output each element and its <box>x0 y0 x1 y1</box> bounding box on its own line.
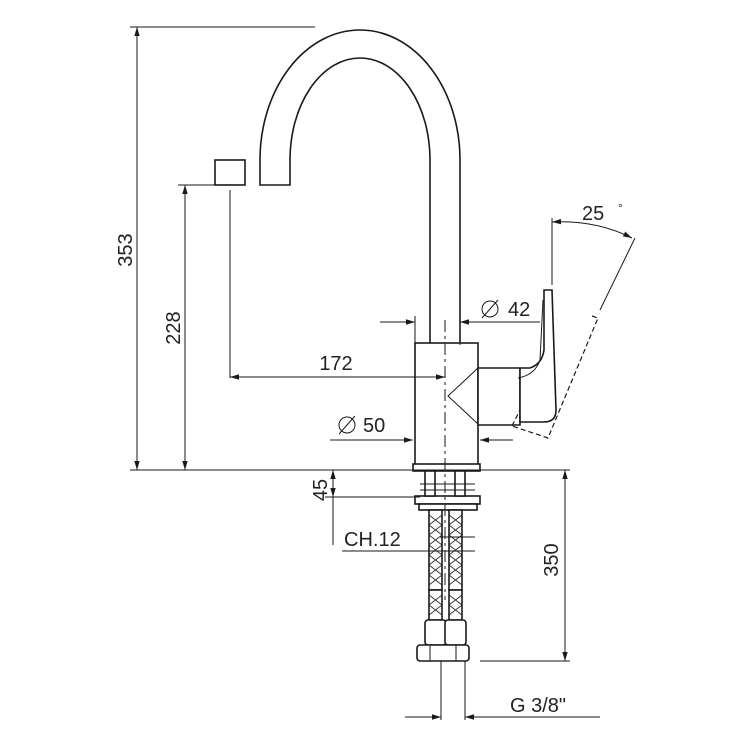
label-thread-size: G 3/8" <box>510 695 566 717</box>
dimension-labels: 353 228 172 42 50 45 CH.12 350 G 3/8" 25… <box>115 201 623 717</box>
diameter-symbol-42 <box>481 299 499 319</box>
hose-lower <box>428 589 463 621</box>
fitting-right <box>444 619 467 646</box>
faucet-outline <box>214 29 599 472</box>
aerator <box>214 159 246 186</box>
label-spout-diameter: 42 <box>508 299 530 321</box>
cartridge-housing <box>477 367 521 426</box>
mounting-plate <box>414 495 481 505</box>
underside-assembly <box>414 470 481 720</box>
body-notch <box>447 367 479 425</box>
mounting-nut <box>418 503 478 511</box>
label-hose-length: 350 <box>541 543 563 576</box>
label-wrench-size: CH.12 <box>344 529 401 551</box>
center-lines <box>229 190 446 600</box>
lever-inner-line <box>517 299 544 379</box>
label-lever-angle: 25 <box>582 203 604 225</box>
label-base-diameter: 50 <box>363 415 385 437</box>
label-spout-height: 228 <box>163 311 185 344</box>
dimension-lines <box>130 26 636 720</box>
base-ring <box>412 463 481 472</box>
label-lever-angle-unit: ° <box>618 201 623 215</box>
label-total-height: 353 <box>115 233 137 266</box>
mixer-body <box>414 342 479 467</box>
hose-right <box>448 509 463 591</box>
lever-tilted-outline <box>511 315 599 439</box>
diameter-symbol-50 <box>338 415 356 435</box>
hose-left <box>428 509 443 591</box>
label-base-to-nut: 45 <box>310 479 332 501</box>
lever-handle <box>519 289 557 423</box>
fitting-left <box>424 619 447 646</box>
label-spout-reach: 172 <box>319 353 352 375</box>
spout <box>259 29 461 346</box>
connector-nut <box>416 644 470 662</box>
